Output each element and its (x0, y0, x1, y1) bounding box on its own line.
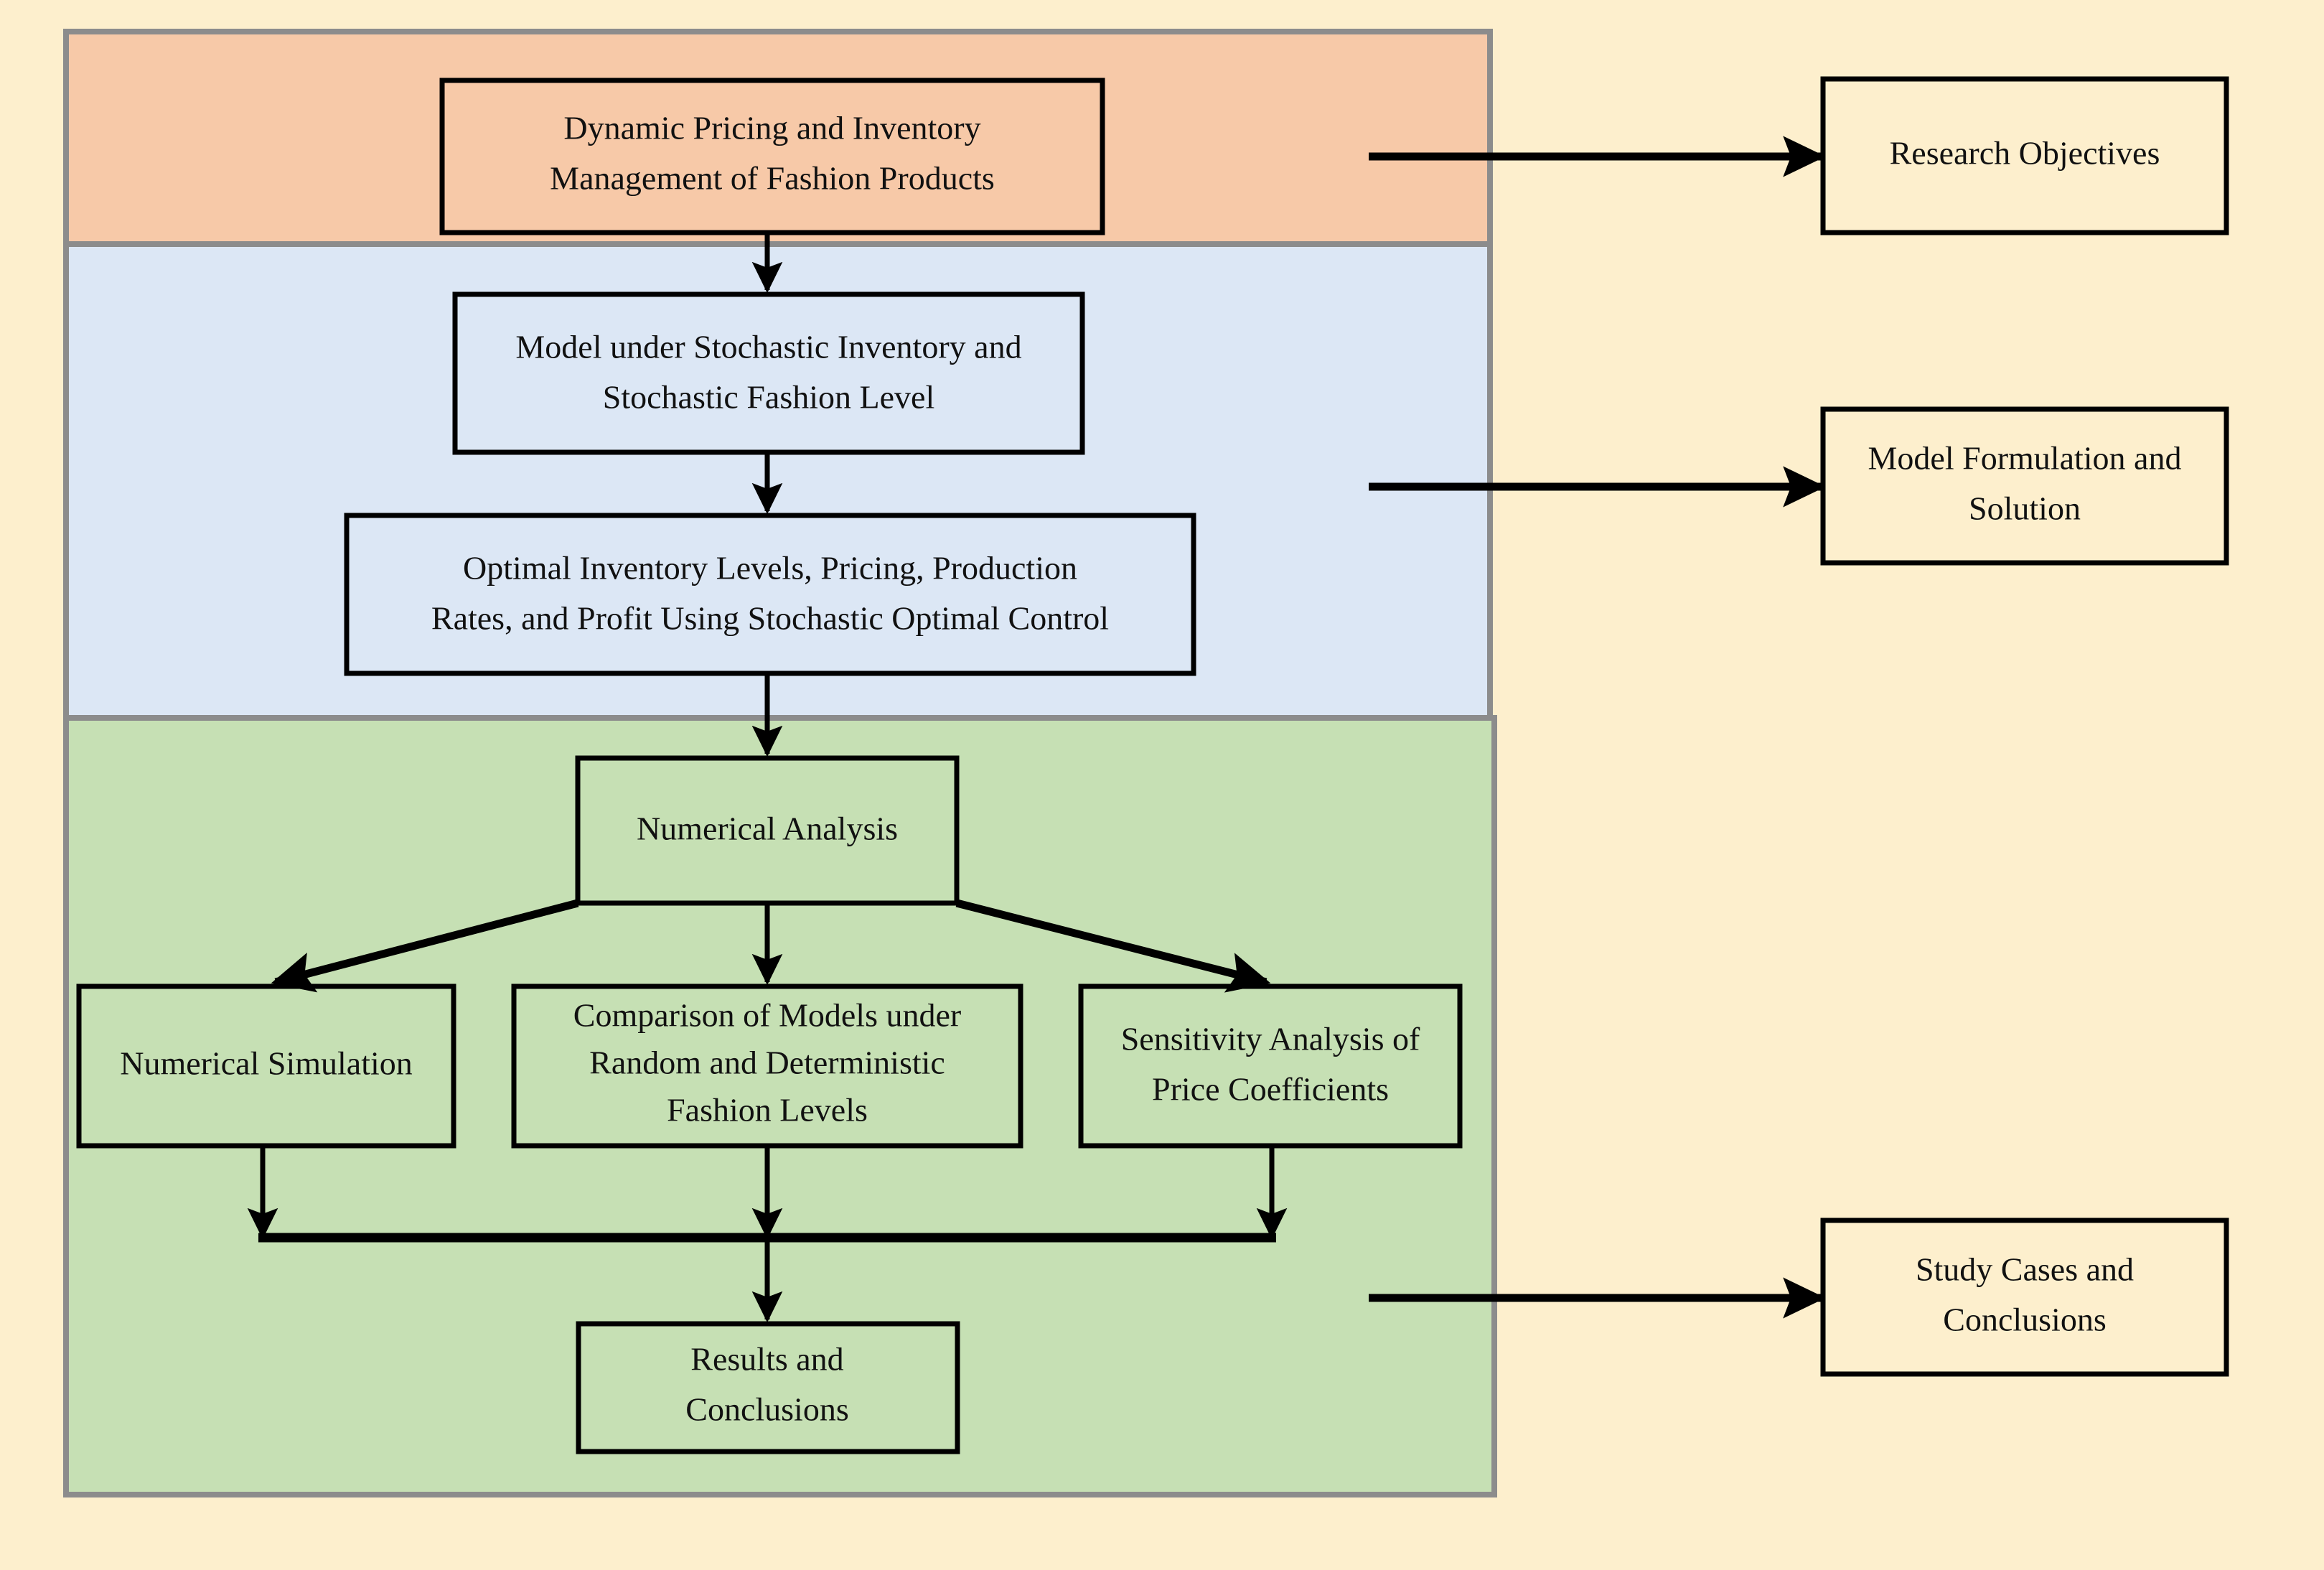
numerical-analysis-box-line-1: Numerical Analysis (637, 810, 898, 847)
model-formulation-label-line-1: Model Formulation and (1868, 440, 2182, 477)
numerical-simulation-box-rect (76, 983, 456, 1149)
numerical-analysis-box[interactable]: Numerical Analysis (575, 755, 960, 906)
comparison-box-line-3: Fashion Levels (667, 1092, 868, 1129)
comparison-box-line-1: Comparison of Models under (573, 997, 961, 1034)
model-box-line-1: Model under Stochastic Inventory and (515, 329, 1021, 365)
title-box[interactable]: Dynamic Pricing and Inventory Management… (439, 78, 1105, 235)
title-box-line-1: Dynamic Pricing and Inventory (563, 110, 980, 146)
optimal-box-rect (344, 513, 1196, 676)
model-box-line-2: Stochastic Fashion Level (603, 379, 934, 416)
optimal-box[interactable]: Optimal Inventory Levels, Pricing, Produ… (344, 513, 1196, 676)
study-cases-band (63, 715, 1497, 1497)
results-box-line-1: Results and (690, 1341, 843, 1378)
model-formulation-label-line-2: Solution (1969, 490, 2081, 527)
sensitivity-box-line-2: Price Coefficients (1152, 1071, 1389, 1108)
numerical-simulation-box-line-1: Numerical Simulation (120, 1045, 413, 1082)
model-box[interactable]: Model under Stochastic Inventory and Sto… (452, 291, 1085, 455)
research-objectives-label[interactable]: Research Objectives (1820, 76, 2229, 235)
numerical-simulation-box[interactable]: Numerical Simulation (76, 983, 456, 1149)
results-box-line-2: Conclusions (685, 1391, 848, 1428)
results-box-rect (576, 1321, 960, 1454)
title-box-rect (439, 78, 1105, 235)
node-group: Dynamic Pricing and Inventory Management… (76, 78, 1463, 1454)
numerical-to-sensitivity-arrow (955, 899, 1271, 993)
sensitivity-box-line-1: Sensitivity Analysis of (1121, 1021, 1420, 1057)
band-group (63, 29, 1497, 1497)
model-formulation-label-rect (1820, 406, 2229, 566)
comparison-box-line-2: Random and Deterministic (589, 1045, 945, 1081)
connector-group (247, 136, 1826, 1323)
sensitivity-box[interactable]: Sensitivity Analysis of Price Coefficien… (1078, 983, 1463, 1149)
results-box[interactable]: Results and Conclusions (576, 1321, 960, 1454)
sensitivity-box-rect (1078, 983, 1463, 1149)
title-box-line-2: Management of Fashion Products (550, 160, 995, 197)
comparison-box[interactable]: Comparison of Models under Random and De… (511, 983, 1023, 1149)
side-label-group: Research Objectives Model Formulation an… (1820, 76, 2229, 1377)
study-cases-label[interactable]: Study Cases and Conclusions (1820, 1218, 2229, 1377)
optimal-box-line-1: Optimal Inventory Levels, Pricing, Produ… (463, 550, 1077, 587)
numerical-analysis-box-rect (575, 755, 960, 906)
comparison-box-rect (511, 983, 1023, 1149)
study-cases-label-line-2: Conclusions (1943, 1302, 2106, 1338)
research-objectives-label-line-1: Research Objectives (1890, 135, 2160, 172)
research-objectives-band (63, 29, 1493, 247)
model-formulation-label[interactable]: Model Formulation and Solution (1820, 406, 2229, 566)
model-formulation-band (63, 241, 1493, 721)
research-objectives-label-rect (1820, 76, 2229, 235)
study-cases-label-line-1: Study Cases and (1916, 1251, 2134, 1288)
numerical-to-simulation-arrow (271, 899, 579, 993)
model-box-rect (452, 291, 1085, 455)
study-cases-label-rect (1820, 1218, 2229, 1377)
optimal-box-line-2: Rates, and Profit Using Stochastic Optim… (431, 600, 1109, 637)
